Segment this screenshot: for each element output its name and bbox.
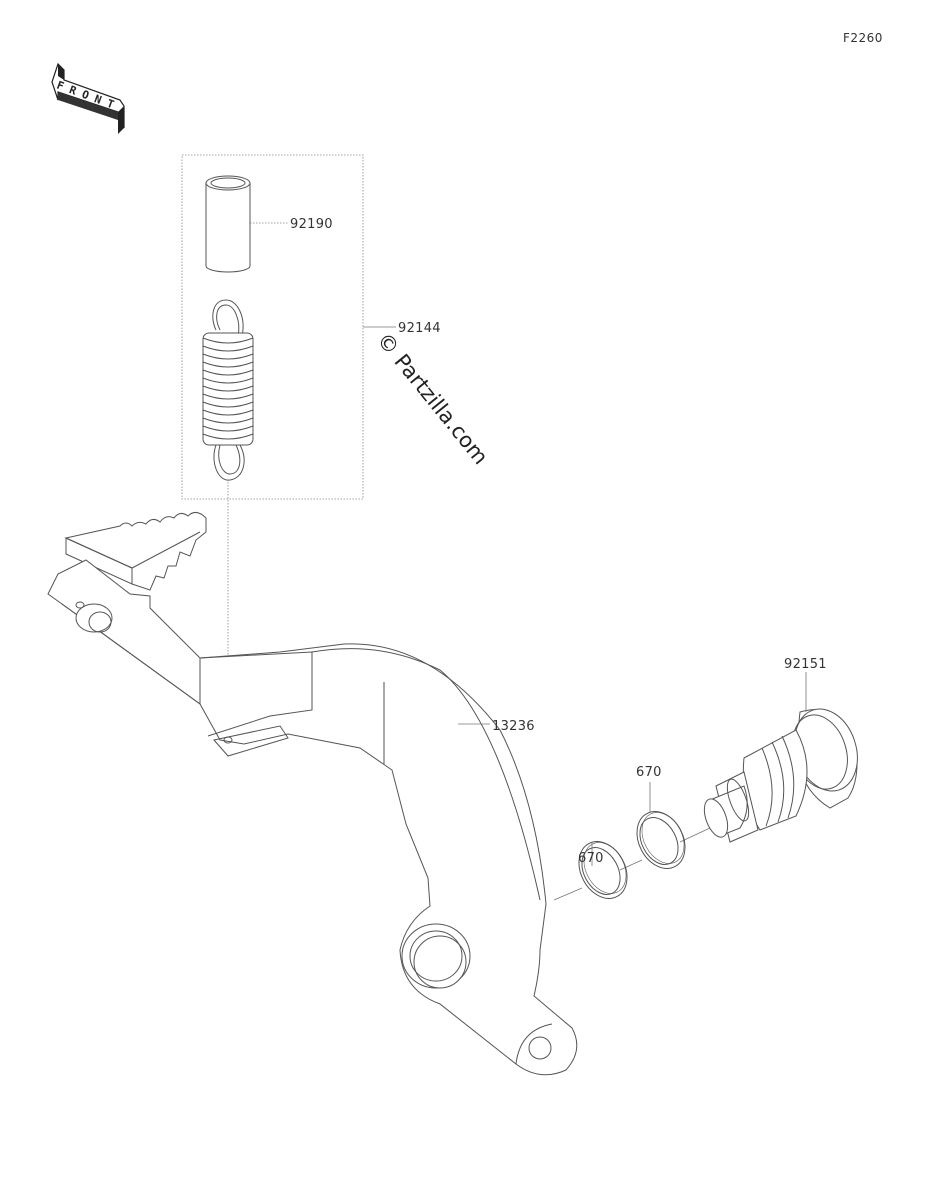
front-arrow-icon: FRONT bbox=[51, 62, 125, 134]
axis-line-mid bbox=[619, 859, 643, 871]
label-pivot-bolt: 92151 bbox=[784, 657, 827, 672]
figure-code: F2260 bbox=[843, 31, 883, 45]
watermark: © Partzilla.com bbox=[372, 328, 493, 469]
brake-pedal-part bbox=[47, 512, 578, 1076]
tube-part bbox=[205, 175, 251, 273]
seal-left-part bbox=[578, 841, 628, 899]
pivot-bolt-part bbox=[703, 708, 858, 843]
label-spring-assembly: 92144 bbox=[398, 321, 441, 336]
label-pedal: 13236 bbox=[492, 719, 535, 734]
spring-assembly-box bbox=[181, 154, 364, 500]
seal-right-part bbox=[636, 811, 686, 869]
label-seal-left: 670 bbox=[578, 851, 604, 866]
axis-line bbox=[553, 887, 583, 901]
axis-line-end bbox=[679, 827, 711, 843]
label-tube: 92190 bbox=[290, 217, 333, 232]
label-seal-right: 670 bbox=[636, 765, 662, 780]
spring-part bbox=[202, 299, 254, 481]
